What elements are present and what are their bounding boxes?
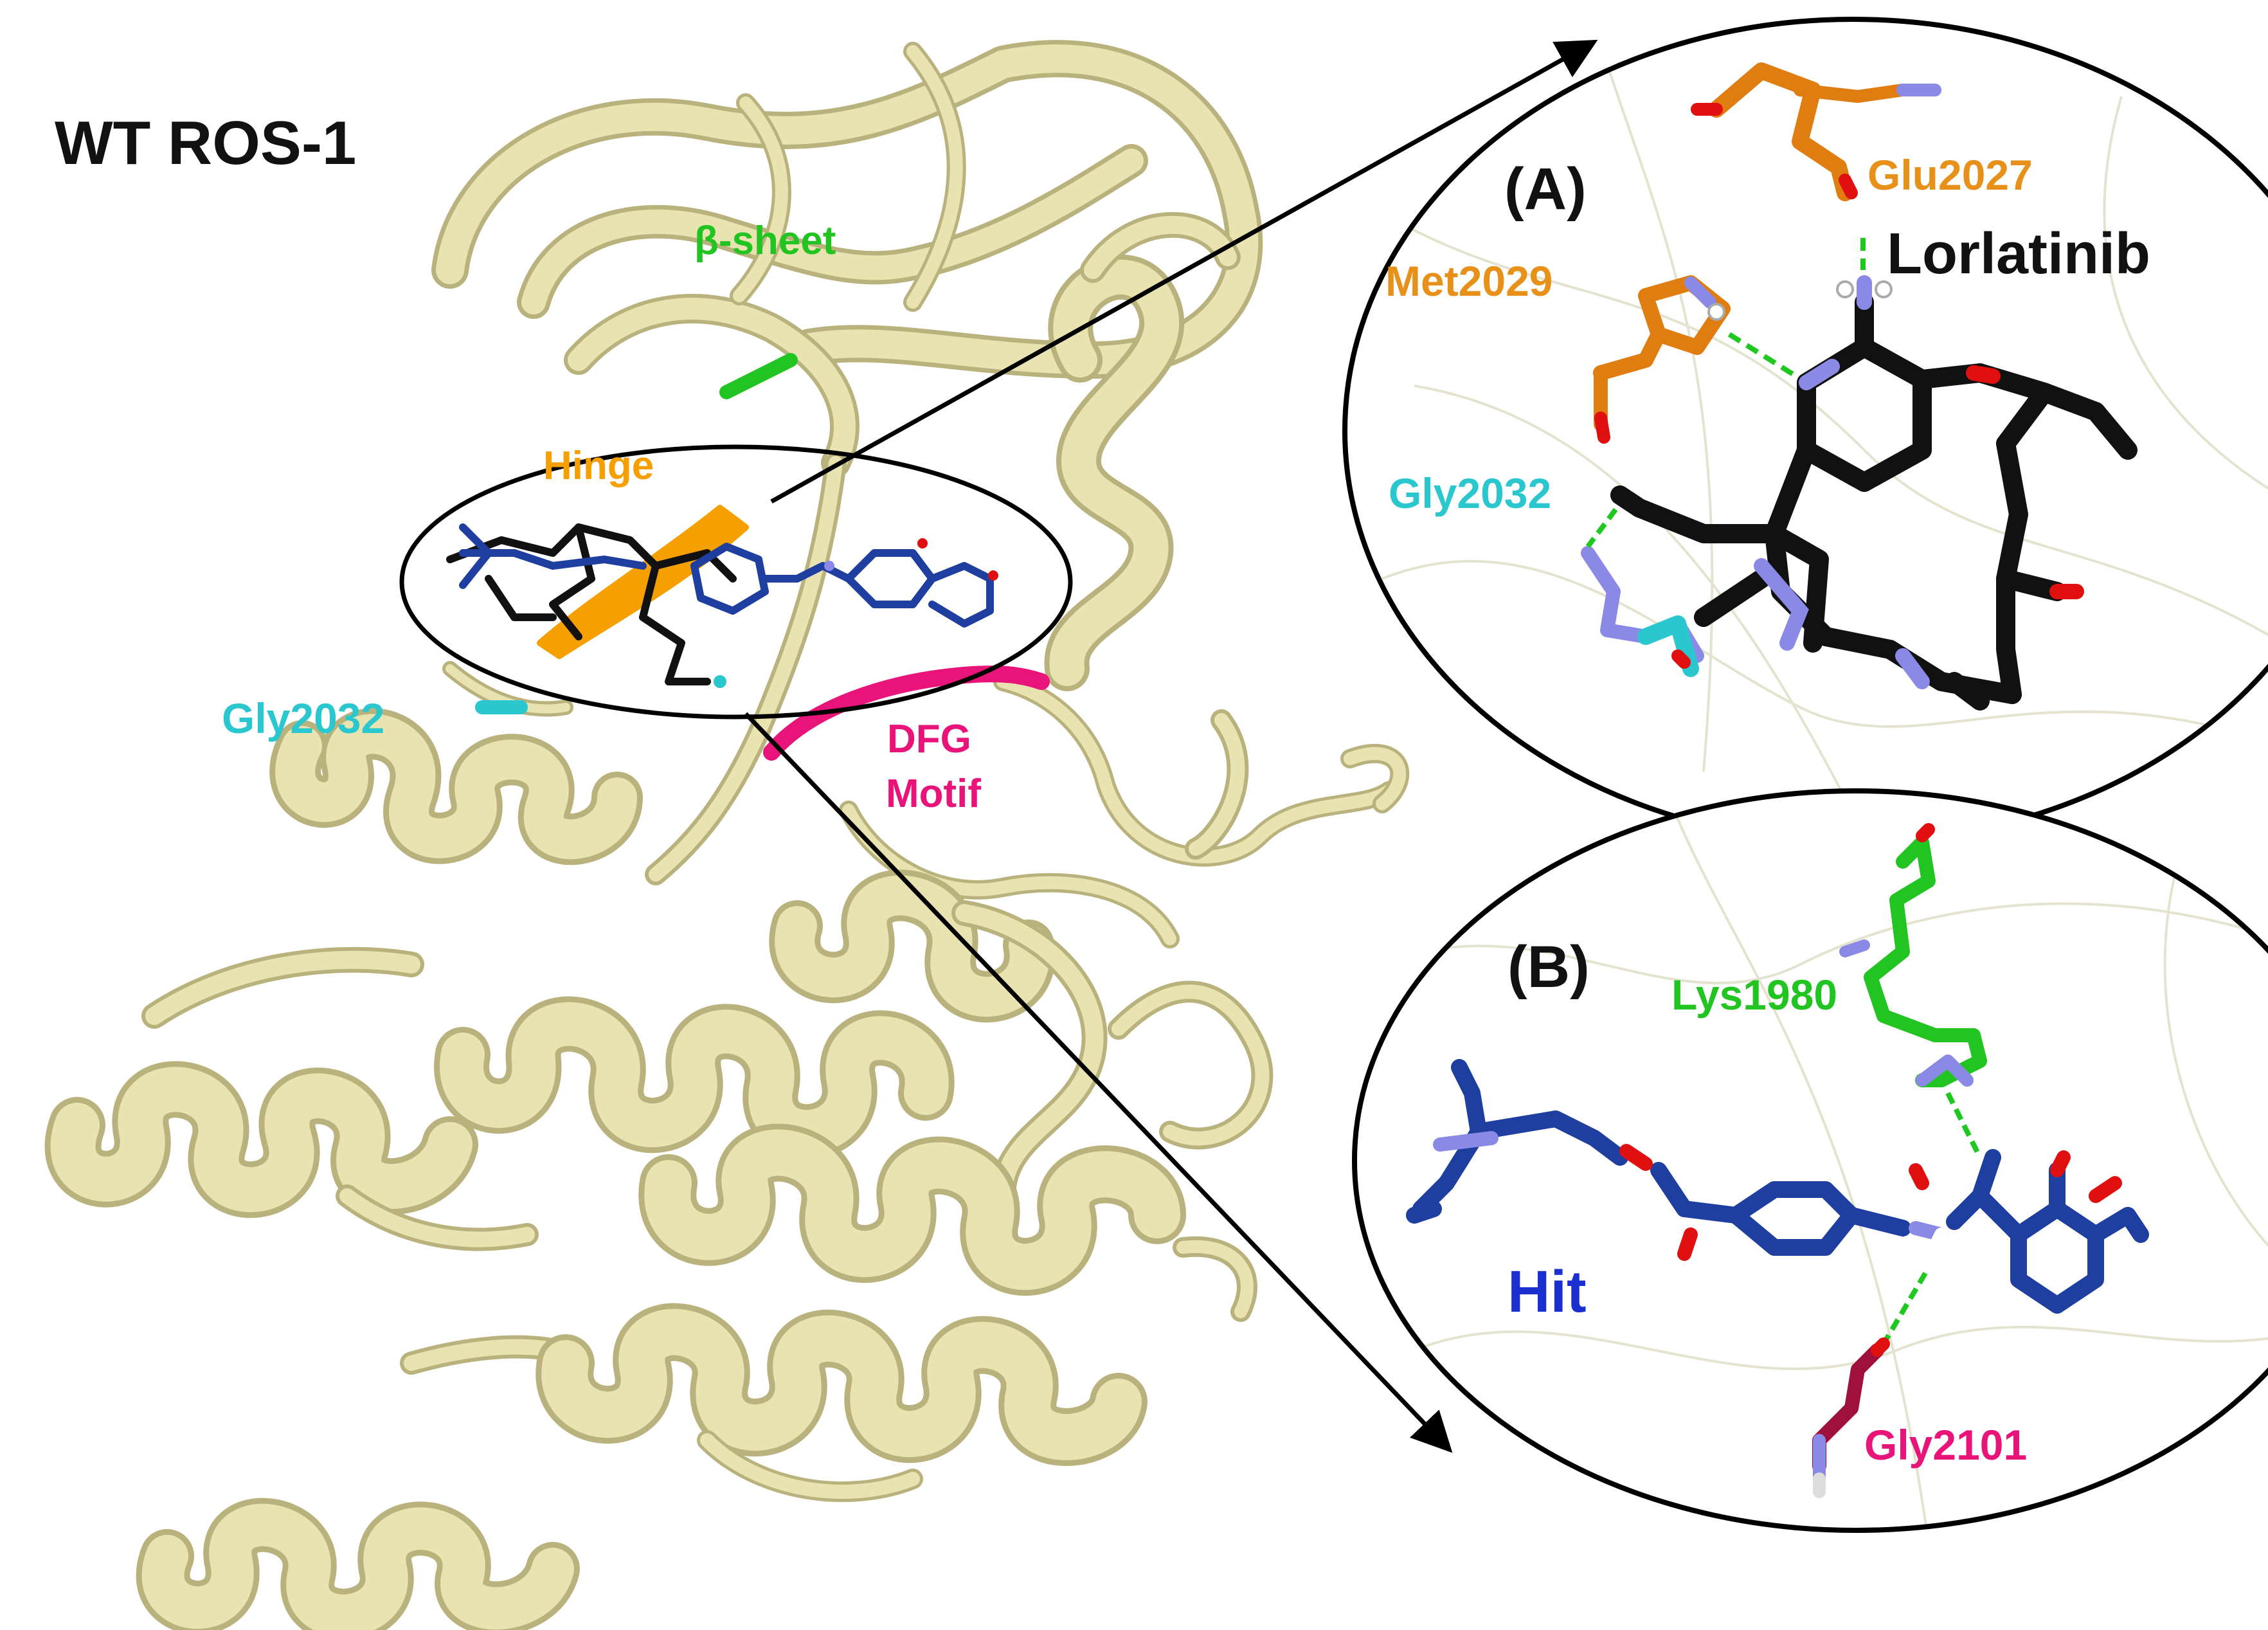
hbond-met2029 — [1727, 332, 1808, 385]
panel-a — [1342, 17, 2268, 845]
hinge-highlight — [537, 505, 749, 659]
pocket-ligands — [446, 523, 998, 688]
hit-label: Hit — [1508, 1259, 1587, 1325]
panel-b — [1352, 788, 2268, 1533]
panel-b-background-strands — [1382, 803, 2268, 1530]
panel-a-tag: (A) — [1504, 156, 1587, 222]
dfg-label: DFG — [887, 717, 971, 761]
protein-ribbon — [44, 40, 1410, 1630]
beta-sheet-label: β-sheet — [694, 219, 836, 263]
binding-pocket-outline — [399, 444, 1073, 720]
hbond-gly2101 — [1881, 1271, 1928, 1346]
dfg-motif-highlight — [763, 666, 1050, 761]
c-lobe-helices — [44, 708, 1274, 1630]
hinge-label: Hinge — [543, 444, 654, 488]
hbond-lys1980 — [1945, 1092, 1983, 1159]
glu2027-residue — [1691, 62, 1941, 201]
alpha-c-helix — [1044, 212, 1241, 691]
gly2032-residue — [1581, 546, 1704, 677]
zoom-arrow-to-panel-a — [770, 39, 1598, 504]
panel-b-tag: (B) — [1508, 934, 1590, 1000]
beta-sheet-highlight — [719, 353, 798, 399]
lorlatinib-overview — [446, 523, 737, 685]
met2029-label: Met2029 — [1385, 257, 1553, 305]
hit-heteroatoms — [1433, 1131, 2122, 1267]
gly2032-overview-label: Gly2032 — [222, 694, 384, 742]
protein-title: WT ROS-1 — [55, 109, 356, 177]
lorlatinib-ligand — [1610, 293, 2138, 711]
lys1980-residue — [1839, 823, 1987, 1087]
hit-ligand — [1406, 1059, 2149, 1314]
lys1980-label: Lys1980 — [1671, 971, 1837, 1019]
lorlatinib-label: Lorlatinib — [1887, 222, 2150, 286]
met2029-residue — [1593, 275, 1731, 444]
gly2101-label: Gly2101 — [1864, 1421, 2027, 1469]
gly2032-panel-label: Gly2032 — [1389, 469, 1551, 517]
glu2027-label: Glu2027 — [1868, 151, 2033, 199]
hit-overview — [459, 523, 994, 628]
gly2101-residue — [1812, 1337, 1890, 1498]
zoom-arrow-to-panel-b — [744, 712, 1453, 1453]
lorlatinib-heteroatoms — [1754, 275, 2084, 689]
dfg-motif-label: Motif — [886, 772, 981, 816]
